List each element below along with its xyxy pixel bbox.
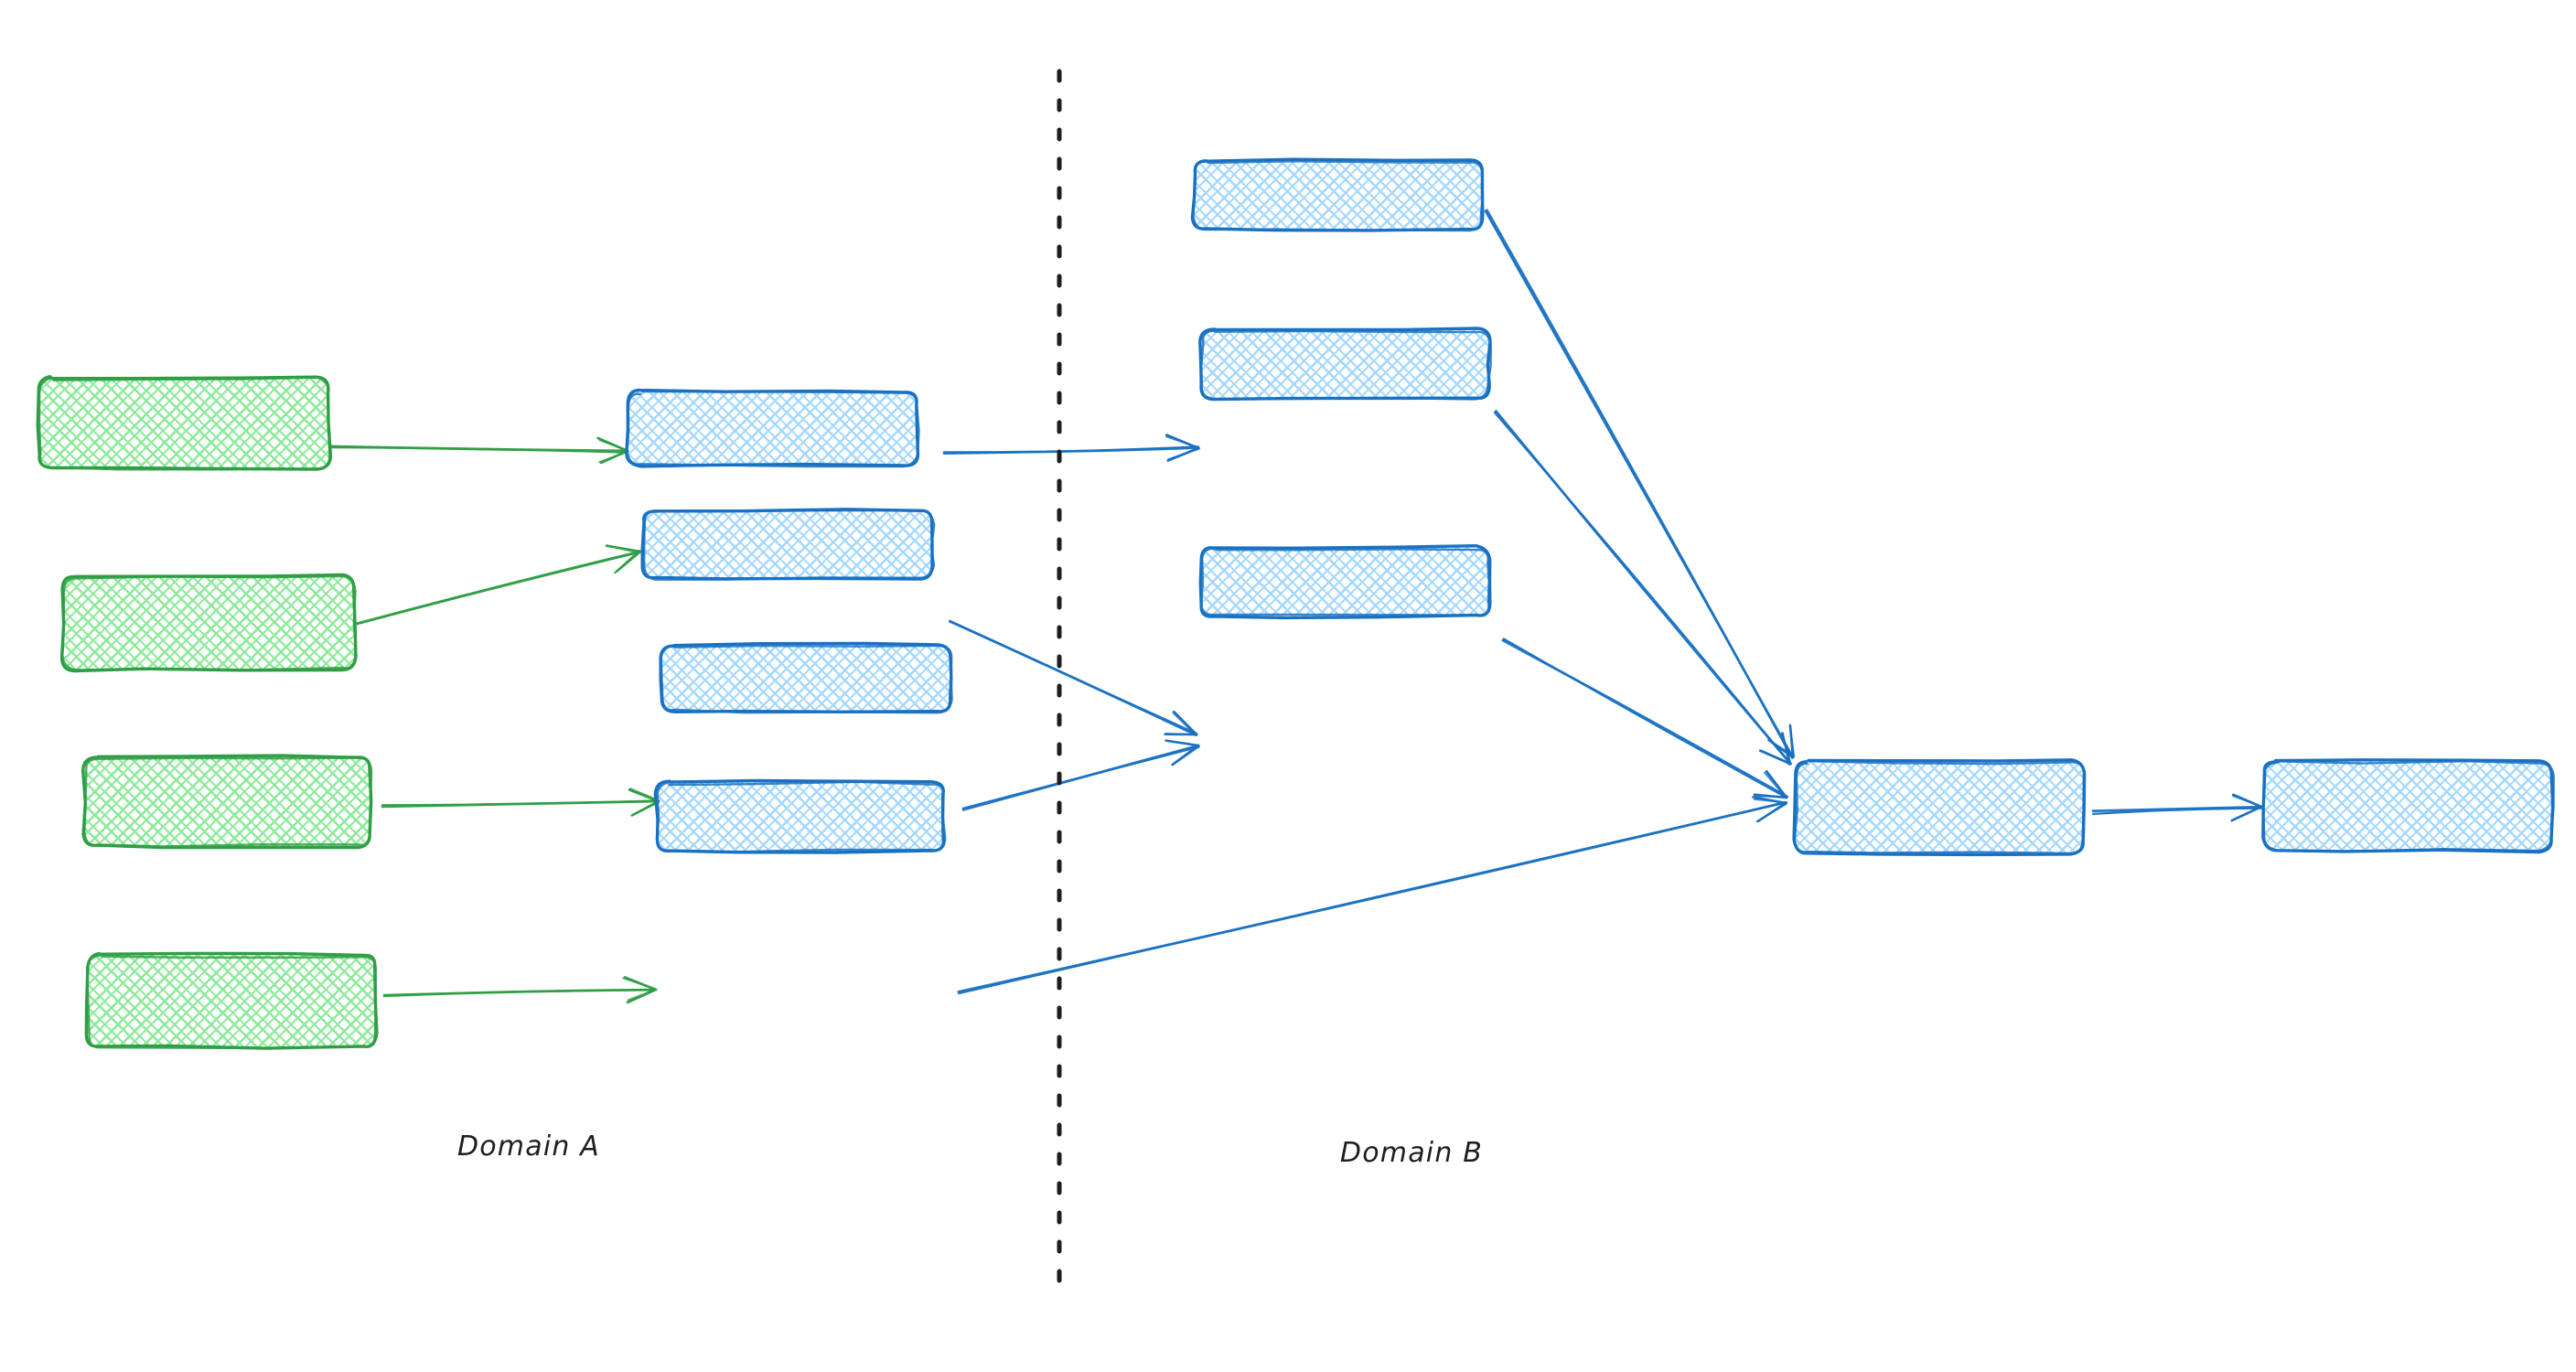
node-outline-pass2 [655,780,947,853]
node-fill-hatch-b [87,955,376,1047]
node-fill-hatch-b [661,645,951,712]
node-b1[interactable] [625,388,920,468]
node-c2[interactable] [1198,327,1492,402]
node-e[interactable] [2261,758,2555,854]
labels-layer: Domain A Domain B [457,1131,1483,1169]
edge-b1-c2 [942,434,1201,462]
node-d[interactable] [1792,758,2087,857]
node-fill-hatch-b [1795,761,2084,853]
node-outline-pass2 [626,390,920,468]
node-a2[interactable] [59,573,358,673]
node-fill-hatch-b [62,576,355,670]
edge-b4-d [957,796,1788,995]
edge-c1-d [1484,209,1796,759]
node-fill-hatch-b [1201,547,1489,616]
node-fill-hatch-b [38,378,329,468]
edge-a1-b1 [327,436,629,465]
node-fill-hatch-b [643,510,933,579]
node-fill-hatch-b [1194,160,1482,230]
node-b3[interactable] [659,641,953,714]
node-c1[interactable] [1190,157,1485,232]
node-fill-hatch-b [1201,329,1489,399]
edge-a2-b2 [355,544,642,626]
node-b2[interactable] [640,508,936,581]
node-outline-pass2 [85,954,378,1050]
edge-a4-b4 [382,976,658,1004]
node-a3[interactable] [81,754,373,850]
node-outline-pass2 [2262,760,2555,853]
node-outline-pass2 [1199,329,1492,401]
node-c3[interactable] [1198,544,1492,620]
node-fill-hatch-b [84,756,370,846]
node-outline-pass2 [38,376,331,471]
domain-a-label: Domain A [457,1131,600,1163]
node-outline-pass2 [1192,159,1485,232]
node-outline-pass2 [1793,760,2086,855]
node-outline-pass2 [660,644,953,714]
edge-c2-d [1493,410,1793,766]
node-a1[interactable] [36,375,333,471]
edge-c3-d [1501,638,1788,799]
edge-a3-b3 [381,788,660,817]
edge-b3-c3 [961,739,1200,811]
node-fill-hatch-b [2264,761,2552,851]
node-outline-pass2 [61,574,358,671]
edges-layer [327,209,2264,1004]
edge-d-e [2091,793,2264,822]
node-a4[interactable] [84,951,379,1050]
node-outline-pass2 [1199,547,1490,616]
node-fill-hatch-b [628,391,918,466]
edge-b2-c3 [949,619,1198,736]
node-b4[interactable] [653,778,947,854]
node-fill-hatch-b [657,782,944,852]
node-outline-pass2 [643,509,936,581]
domain-b-label: Domain B [1340,1137,1483,1169]
nodes-layer [36,157,2555,1050]
node-outline-pass2 [83,756,373,848]
